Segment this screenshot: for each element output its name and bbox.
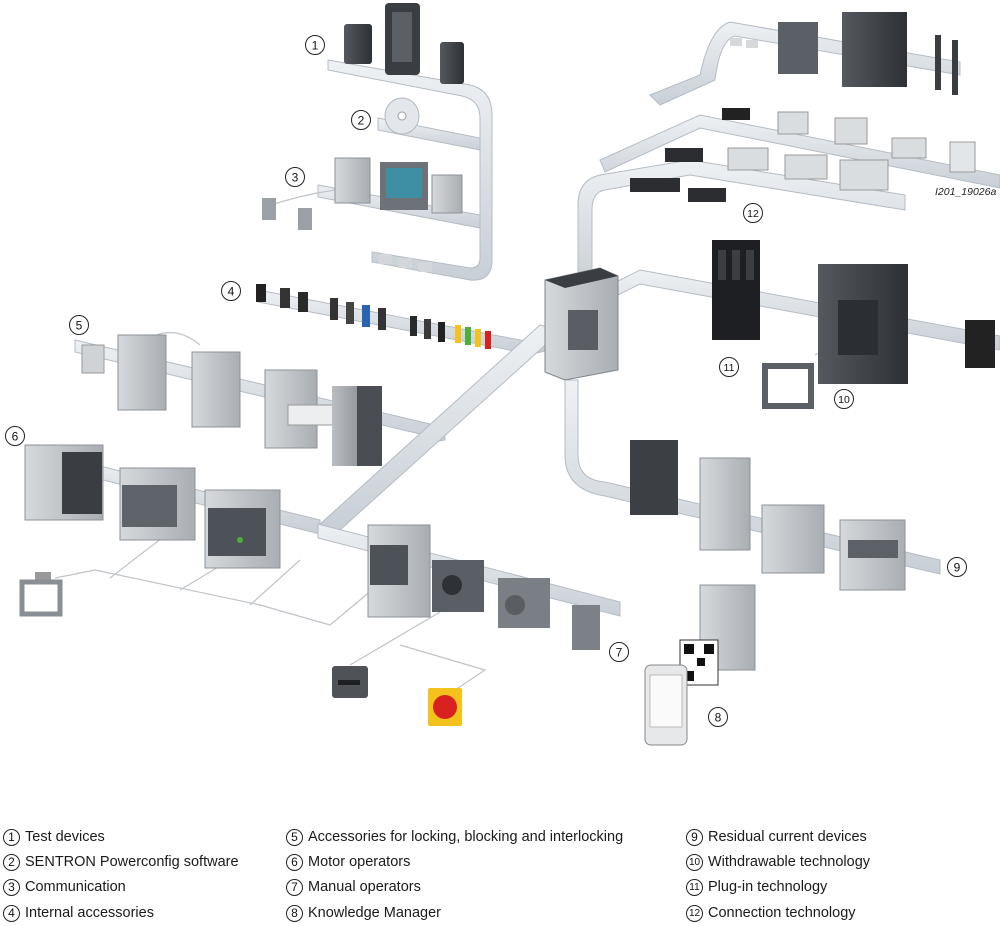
- legend-number: 12: [686, 904, 703, 922]
- callout-10: 10: [834, 389, 854, 409]
- legend-number: 5: [286, 828, 303, 846]
- legend-label: Communication: [25, 879, 126, 895]
- callout-5: 5: [69, 315, 89, 335]
- callout-1: 1: [305, 35, 325, 55]
- legend-item-withdrawable: 10 Withdrawable technology: [686, 851, 870, 873]
- motor-operators: [19, 444, 281, 617]
- legend-label: Internal accessories: [25, 905, 154, 921]
- legend-label: SENTRON Powerconfig software: [25, 854, 239, 870]
- plug-in-base: [712, 240, 760, 340]
- callout-6: 6: [5, 426, 25, 446]
- legend-number: 10: [686, 853, 703, 871]
- legend-label: Residual current devices: [708, 829, 867, 845]
- svg-text:7: 7: [616, 646, 623, 660]
- legend-label: Test devices: [25, 829, 105, 845]
- legend-item-manual-operators: 7 Manual operators: [286, 876, 421, 898]
- legend-label: Connection technology: [708, 905, 856, 921]
- legend-label: Plug-in technology: [708, 879, 828, 895]
- callout-7: 7: [609, 642, 629, 662]
- knowledge-manager: [644, 584, 756, 746]
- svg-text:4: 4: [228, 285, 235, 299]
- legend-number: 7: [286, 878, 303, 896]
- callout-11: 11: [719, 357, 739, 377]
- svg-text:2: 2: [358, 114, 365, 128]
- callout-12: 12: [743, 203, 763, 223]
- manual-operators: [332, 524, 600, 726]
- withdrawable-breaker: [762, 264, 995, 409]
- callout-8: 8: [708, 707, 728, 727]
- callout-2: 2: [351, 110, 371, 130]
- legend: 1 Test devices 2 SENTRON Powerconfig sof…: [0, 822, 1000, 926]
- legend-item-test-devices: 1 Test devices: [3, 826, 105, 848]
- legend-number: 4: [3, 904, 20, 922]
- legend-number: 11: [686, 878, 703, 896]
- legend-number: 8: [286, 904, 303, 922]
- locking-accessories: [81, 334, 382, 466]
- connection-technology: [630, 12, 976, 202]
- callout-3: 3: [285, 167, 305, 187]
- residual-current-devices: [630, 440, 906, 591]
- legend-item-knowledge-manager: 8 Knowledge Manager: [286, 902, 441, 924]
- legend-label: Knowledge Manager: [308, 905, 442, 921]
- legend-label: Withdrawable technology: [708, 854, 871, 870]
- legend-number: 1: [3, 828, 20, 846]
- software-disc: [384, 97, 420, 135]
- legend-number: 6: [286, 853, 303, 871]
- callout-9: 9: [947, 557, 967, 577]
- svg-text:9: 9: [954, 561, 961, 575]
- legend-item-internal-accessories: 4 Internal accessories: [3, 902, 154, 924]
- legend-item-communication: 3 Communication: [3, 876, 126, 898]
- figure-id: I201_19026a: [935, 186, 996, 198]
- communication-modules: [262, 157, 463, 272]
- svg-text:6: 6: [12, 430, 19, 444]
- legend-label: Motor operators: [308, 854, 411, 870]
- legend-label: Manual operators: [308, 879, 421, 895]
- callout-markers: 1 2 3 4 5 6 7 8 9 10 11 12: [5, 35, 967, 727]
- legend-item-locking: 5 Accessories for locking, blocking and …: [286, 826, 623, 848]
- legend-number: 3: [3, 878, 20, 896]
- legend-item-motor-operators: 6 Motor operators: [286, 851, 410, 873]
- svg-text:11: 11: [724, 362, 735, 374]
- legend-item-residual-current: 9 Residual current devices: [686, 826, 867, 848]
- svg-text:5: 5: [76, 319, 83, 333]
- svg-text:8: 8: [715, 711, 722, 725]
- legend-item-connection: 12 Connection technology: [686, 902, 856, 924]
- callout-4: 4: [221, 281, 241, 301]
- svg-text:12: 12: [747, 208, 759, 220]
- legend-number: 2: [3, 853, 20, 871]
- svg-text:10: 10: [838, 394, 850, 406]
- legend-number: 9: [686, 828, 703, 846]
- test-devices: [344, 3, 464, 84]
- svg-text:1: 1: [312, 39, 319, 53]
- legend-label: Accessories for locking, blocking and in…: [308, 829, 624, 845]
- svg-text:3: 3: [292, 171, 299, 185]
- internal-accessories: [256, 284, 491, 349]
- legend-item-plug-in: 11 Plug-in technology: [686, 876, 827, 898]
- central-circuit-breaker: [544, 267, 619, 381]
- legend-item-powerconfig: 2 SENTRON Powerconfig software: [3, 851, 239, 873]
